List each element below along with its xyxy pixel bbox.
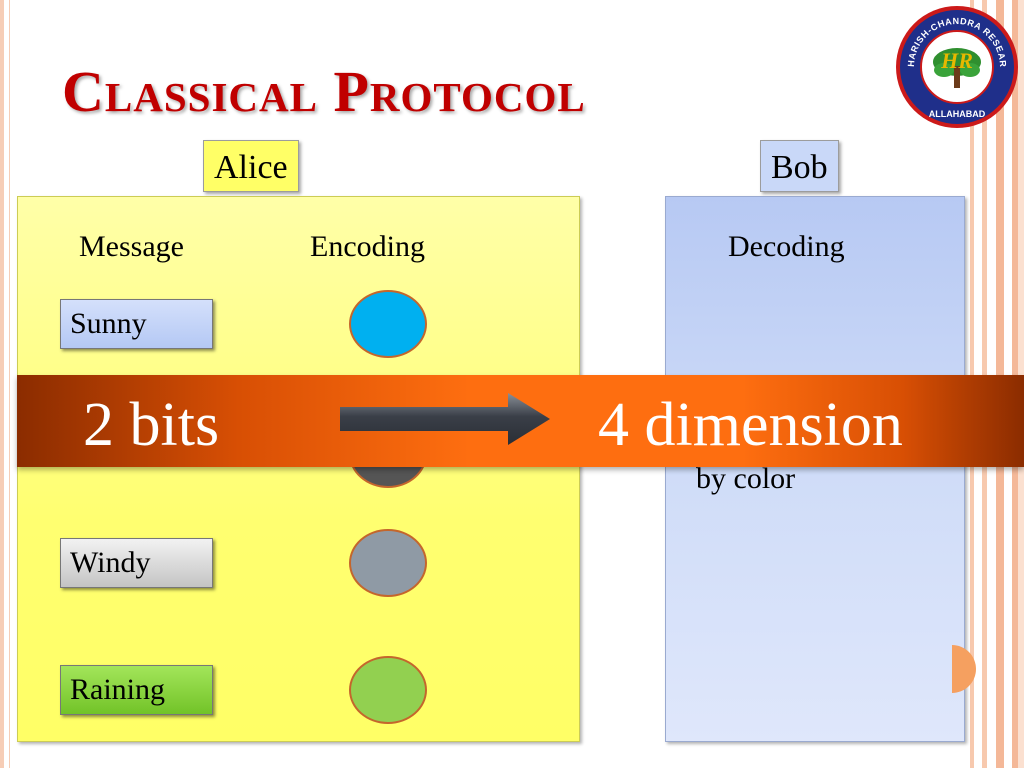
alice-panel xyxy=(17,196,580,742)
encoding-dot-gray xyxy=(349,529,427,597)
slide-title: Classical Protocol xyxy=(62,59,586,124)
decoding-header: Decoding xyxy=(728,230,845,263)
message-raining: Raining xyxy=(60,665,213,715)
encoding-header: Encoding xyxy=(310,230,425,263)
bob-label: Bob xyxy=(760,140,839,192)
right-arrow-icon xyxy=(340,393,550,445)
encoding-dot-green xyxy=(349,656,427,724)
banner-bits-text: 2 bits xyxy=(83,391,220,459)
left-border-decoration xyxy=(0,0,22,768)
institute-seal-logo: HR HARISH-CHANDRA RESEARCH INSTITUTE ALL… xyxy=(894,4,1018,128)
alice-label: Alice xyxy=(203,140,299,192)
message-header: Message xyxy=(79,230,184,263)
svg-text:ALLAHABAD: ALLAHABAD xyxy=(929,109,986,119)
banner-dimension-text: 4 dimension xyxy=(598,391,903,459)
encoding-dot-blue xyxy=(349,290,427,358)
decoding-note: by color xyxy=(696,462,796,495)
message-windy: Windy xyxy=(60,538,213,588)
bob-panel xyxy=(665,196,965,742)
svg-text:HR: HR xyxy=(940,48,973,73)
message-sunny: Sunny xyxy=(60,299,213,349)
